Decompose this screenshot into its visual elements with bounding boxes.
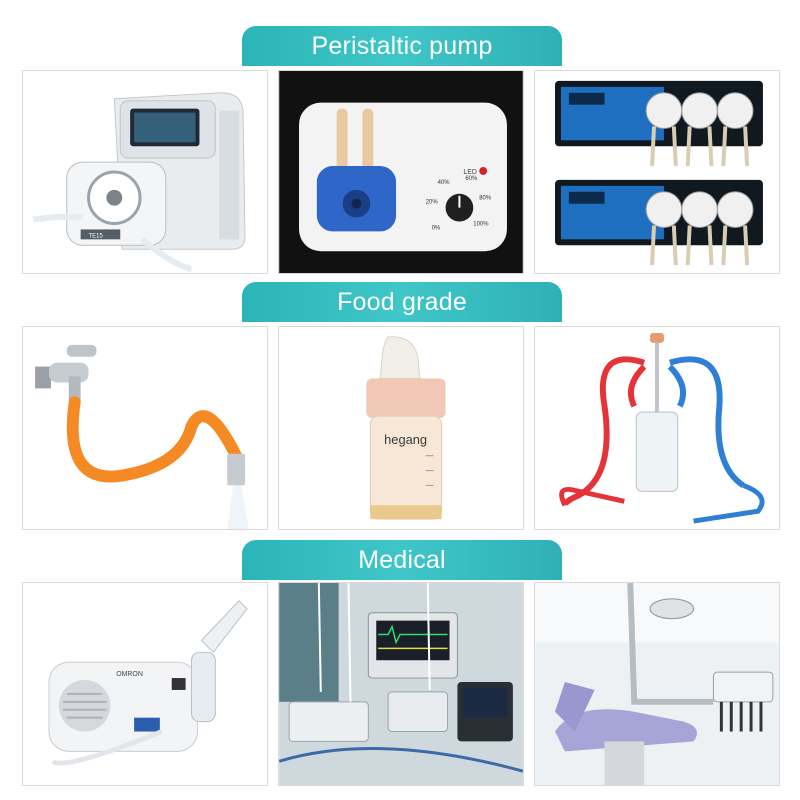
nebulizer-brand-label: OMRON [116, 671, 143, 678]
image-benchtop-pump: TE15 [22, 70, 268, 274]
image-nebulizer: OMRON [22, 582, 268, 786]
pump-model-label: TE15 [89, 233, 104, 239]
image-dosing-pump: 0% 20% 40% 60% 80% 100% LED [278, 70, 524, 274]
bottle-brand-text: hegang [384, 432, 427, 447]
dial-label-0: 0% [432, 225, 441, 231]
section-banner-peristaltic-pump: Peristaltic pump [242, 26, 562, 66]
section-banner-medical: Medical [242, 540, 562, 580]
dial-label-60: 60% [465, 176, 478, 182]
section-banner-food-grade: Food grade [242, 282, 562, 322]
image-triple-dosing-pumps [534, 70, 780, 274]
image-faucet-hose [22, 326, 268, 530]
dial-label-40: 40% [438, 180, 451, 186]
led-label: LED [463, 169, 476, 176]
dial-label-80: 80% [479, 196, 492, 202]
image-icu-equipment [278, 582, 524, 786]
dial-label-20: 20% [426, 200, 439, 206]
image-hookah [534, 326, 780, 530]
dial-label-100: 100% [473, 221, 489, 227]
image-dental-chair [534, 582, 780, 786]
image-baby-bottle: hegang [278, 326, 524, 530]
